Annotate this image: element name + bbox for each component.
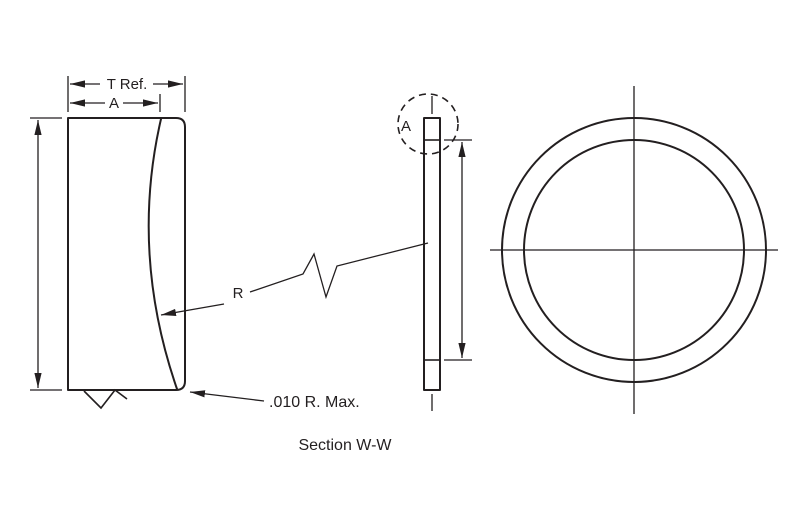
curved-surface-arc xyxy=(147,118,178,390)
edge-view-outline xyxy=(423,117,441,391)
corner-radius-label: .010 R. Max. xyxy=(269,394,360,411)
section-title: Section W-W xyxy=(298,437,392,454)
front-view xyxy=(490,86,778,414)
break-symbol xyxy=(249,242,429,300)
radius-leader: R xyxy=(160,242,429,316)
edge-view: A xyxy=(397,93,472,411)
radius-label: R xyxy=(233,285,244,302)
corner-radius-callout: .010 R. Max. xyxy=(189,390,360,411)
dim-a-label: A xyxy=(109,95,119,112)
dimension-inner-diameter xyxy=(444,139,472,361)
detail-circle-a: A xyxy=(397,93,459,155)
section-view: T Ref. A R xyxy=(30,76,429,411)
bottom-break-symbol xyxy=(83,388,128,410)
dimension-height xyxy=(30,117,62,391)
detail-a-label: A xyxy=(401,118,411,135)
dim-t-ref-label: T Ref. xyxy=(107,76,148,93)
dimension-a: A xyxy=(70,94,161,112)
dimension-thickness: T Ref. xyxy=(67,76,186,112)
section-outline xyxy=(67,117,186,391)
